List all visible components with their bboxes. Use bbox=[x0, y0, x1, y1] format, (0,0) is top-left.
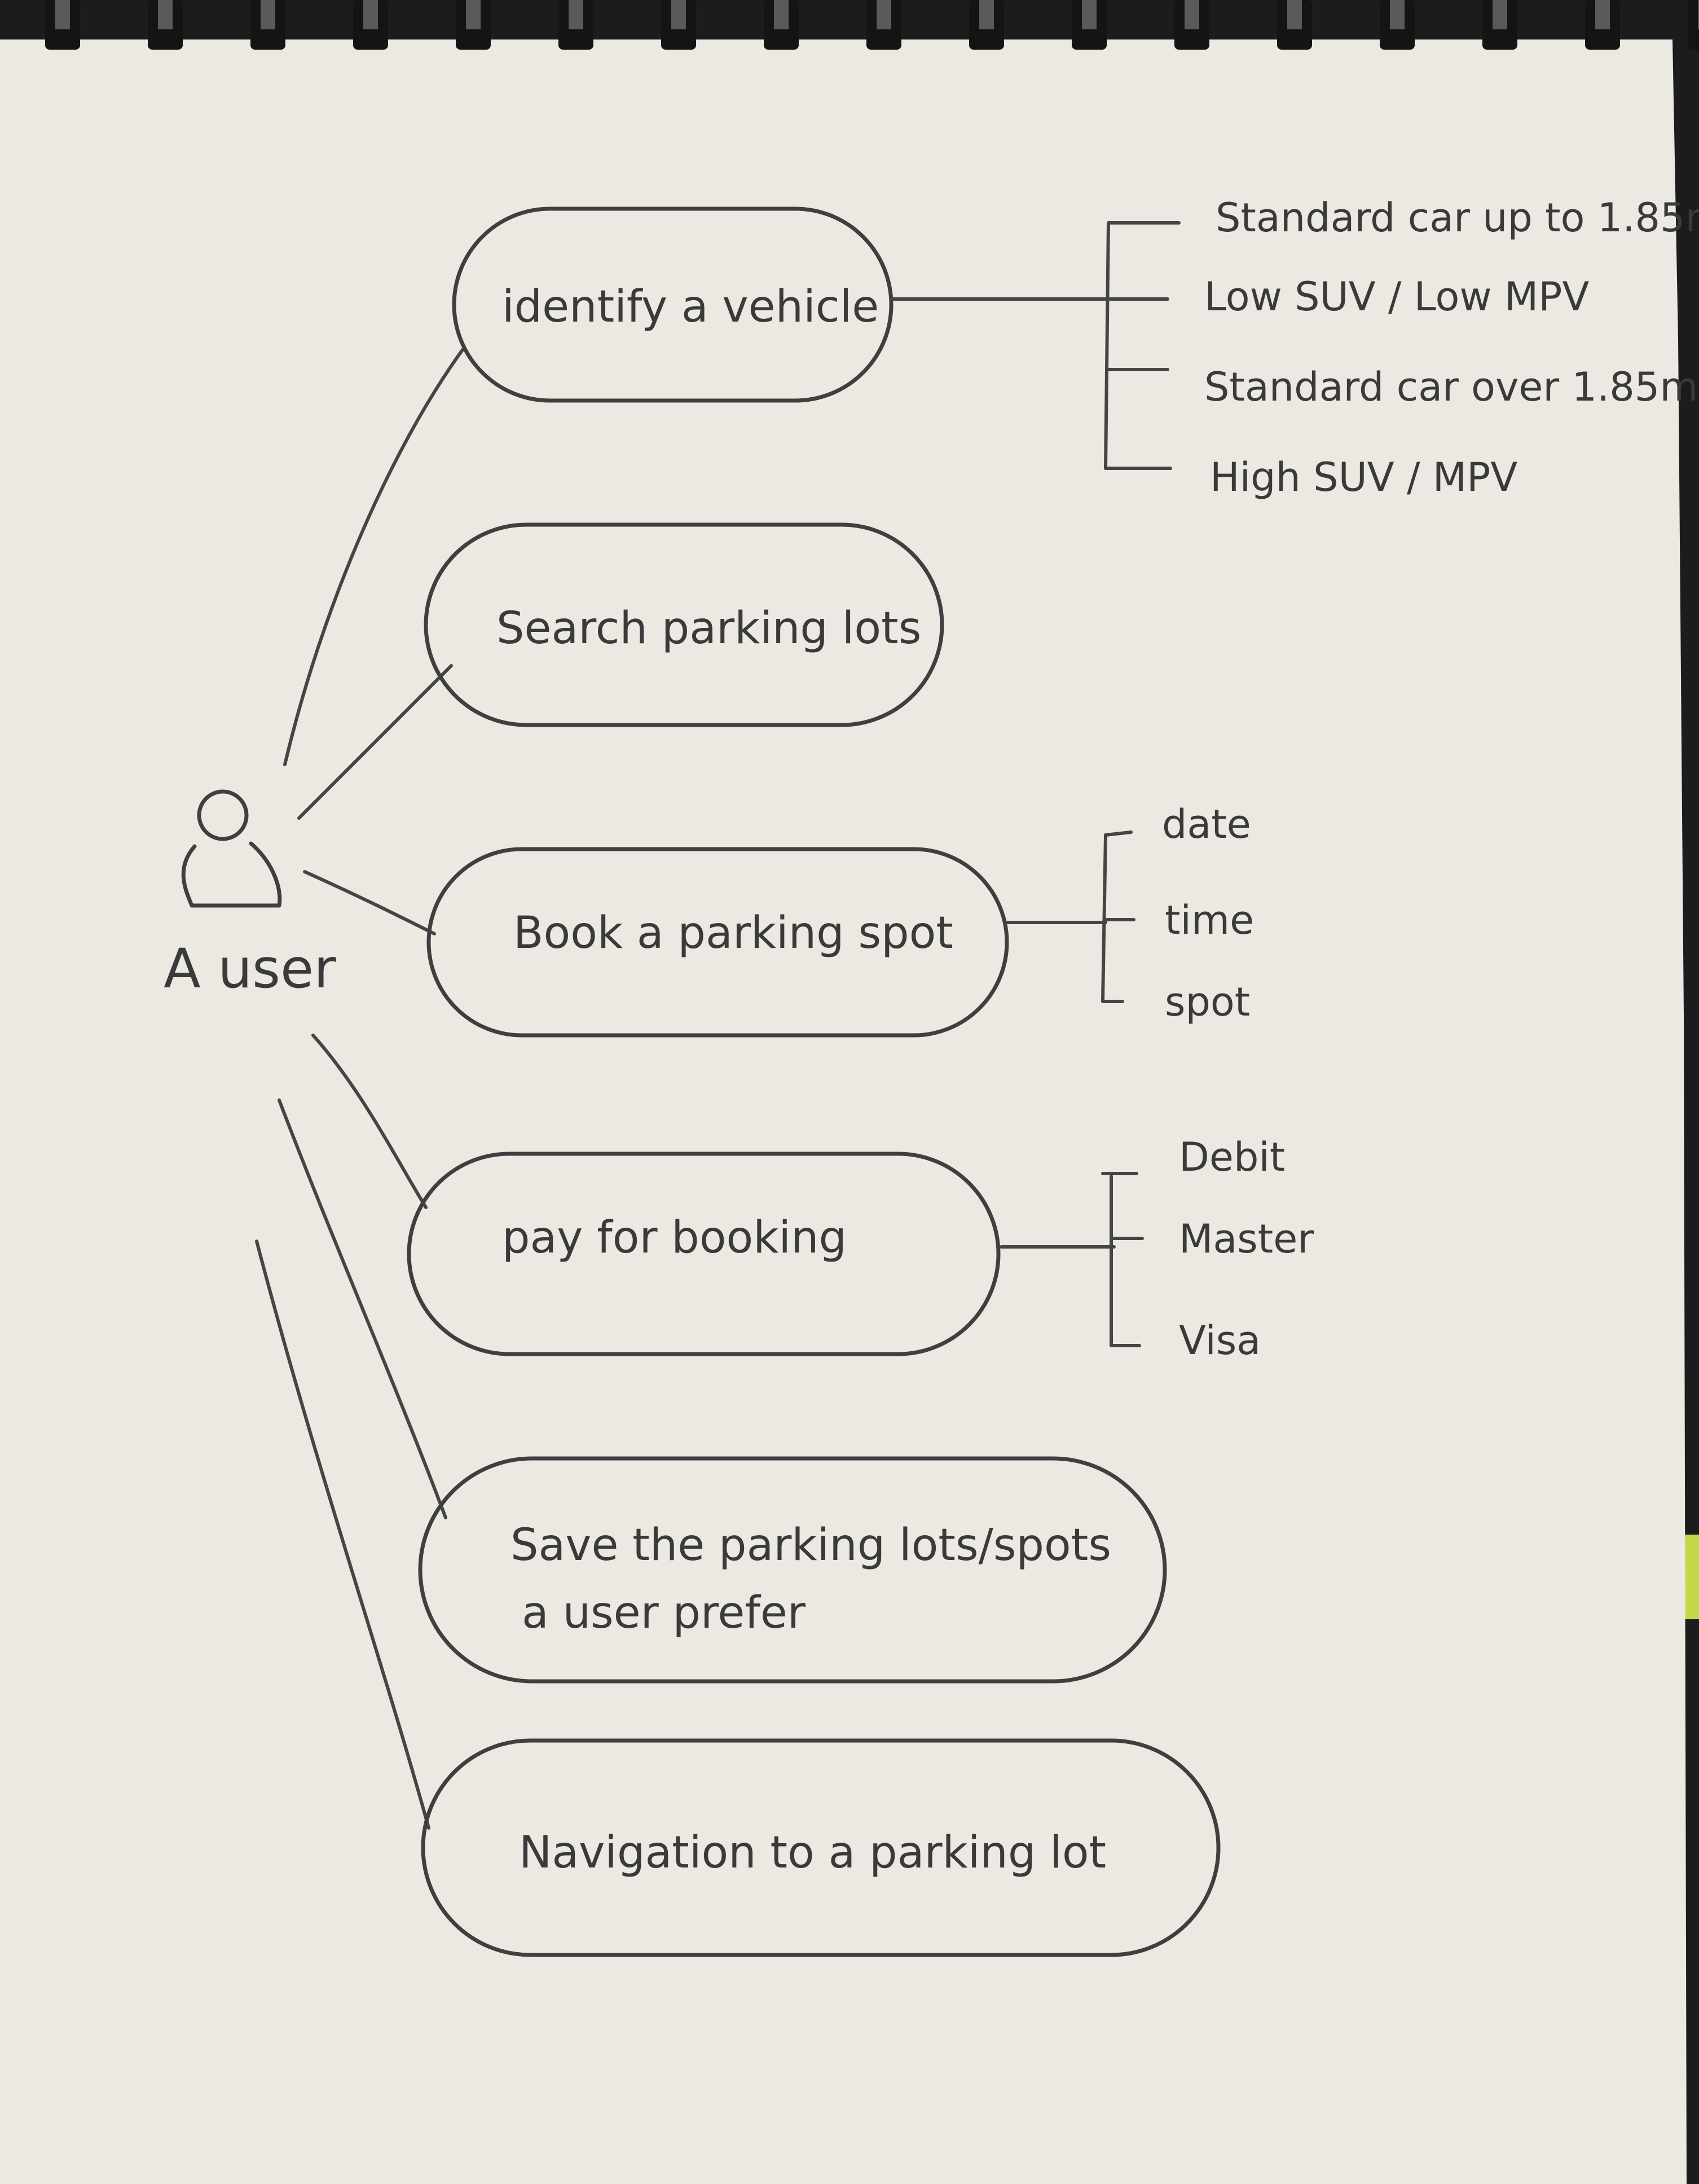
binding-hole bbox=[1698, 0, 1699, 29]
use-case-label: Save the parking lots/spots bbox=[510, 1520, 1111, 1571]
binding-ring bbox=[1688, 0, 1699, 50]
use-case-pay[interactable]: pay for booking bbox=[407, 1152, 1001, 1356]
association-search bbox=[297, 664, 453, 820]
binding-hole bbox=[877, 0, 891, 29]
option-standard-up-to-185[interactable]: Standard car up to 1.85m bbox=[1216, 195, 1699, 241]
vehicle-type-bracket bbox=[890, 221, 1181, 470]
use-case-label: pay for booking bbox=[502, 1212, 847, 1263]
association-book bbox=[303, 870, 436, 935]
option-spot[interactable]: spot bbox=[1165, 979, 1250, 1025]
option-debit[interactable]: Debit bbox=[1179, 1134, 1285, 1180]
binding-hole bbox=[671, 0, 686, 29]
option-date[interactable]: date bbox=[1162, 801, 1251, 847]
option-master[interactable]: Master bbox=[1179, 1216, 1314, 1262]
use-case-save[interactable]: Save the parking lots/spots a user prefe… bbox=[418, 1456, 1167, 1684]
use-case-oval bbox=[407, 1152, 1001, 1356]
binding-hole bbox=[1595, 0, 1610, 29]
edge-accent bbox=[1684, 1535, 1699, 1619]
use-case-oval bbox=[418, 1456, 1167, 1684]
binding-hole bbox=[466, 0, 481, 29]
spiral-binding bbox=[45, 0, 1699, 50]
binding-hole bbox=[979, 0, 994, 29]
actor-label: A user bbox=[164, 937, 336, 1000]
option-low-suv[interactable]: Low SUV / Low MPV bbox=[1204, 274, 1589, 320]
option-high-suv[interactable]: High SUV / MPV bbox=[1210, 454, 1517, 500]
binding-hole bbox=[1185, 0, 1199, 29]
binding-hole bbox=[158, 0, 173, 29]
option-standard-over-185[interactable]: Standard car over 1.85m bbox=[1204, 364, 1698, 410]
binding-hole bbox=[569, 0, 583, 29]
use-case-oval bbox=[452, 206, 893, 403]
use-case-oval bbox=[424, 522, 944, 727]
booking-details-options: date time spot bbox=[1162, 801, 1254, 1025]
use-case-label: Navigation to a parking lot bbox=[519, 1827, 1106, 1878]
actor[interactable]: A user bbox=[164, 789, 336, 1000]
association-navigate bbox=[255, 1240, 430, 1830]
use-case-search[interactable]: Search parking lots bbox=[424, 522, 944, 727]
use-case-label-line2: a user prefer bbox=[522, 1588, 806, 1638]
use-case-book[interactable]: Book a parking spot bbox=[426, 847, 1009, 1038]
actor-associations bbox=[255, 348, 464, 1830]
vehicle-type-options: Standard car up to 1.85m Low SUV / Low M… bbox=[1204, 195, 1699, 500]
person-icon bbox=[181, 789, 282, 908]
use-case-oval bbox=[421, 1738, 1221, 1957]
binding-hole bbox=[1493, 0, 1507, 29]
use-case-identify[interactable]: identify a vehicle bbox=[452, 206, 893, 403]
binding-hole bbox=[1082, 0, 1097, 29]
binding-hole bbox=[55, 0, 70, 29]
binding-hole bbox=[261, 0, 275, 29]
use-case-label: identify a vehicle bbox=[502, 282, 879, 332]
use-case-label: Search parking lots bbox=[496, 603, 921, 654]
binding-hole bbox=[774, 0, 789, 29]
paper-sheet bbox=[0, 39, 1687, 2184]
binding-hole bbox=[363, 0, 378, 29]
association-identify bbox=[283, 348, 464, 766]
option-time[interactable]: time bbox=[1165, 897, 1254, 943]
option-visa[interactable]: Visa bbox=[1179, 1317, 1261, 1364]
use-case-navigate[interactable]: Navigation to a parking lot bbox=[421, 1738, 1221, 1957]
booking-details-bracket bbox=[1005, 830, 1135, 1003]
payment-method-bracket bbox=[1000, 1172, 1144, 1347]
payment-method-options: Debit Master Visa bbox=[1179, 1134, 1314, 1364]
binding-hole bbox=[1287, 0, 1302, 29]
binding-hole bbox=[1390, 0, 1405, 29]
use-case-oval bbox=[426, 847, 1009, 1038]
use-case-label: Book a parking spot bbox=[513, 908, 953, 959]
association-pay bbox=[311, 1034, 428, 1209]
association-save bbox=[278, 1098, 447, 1519]
